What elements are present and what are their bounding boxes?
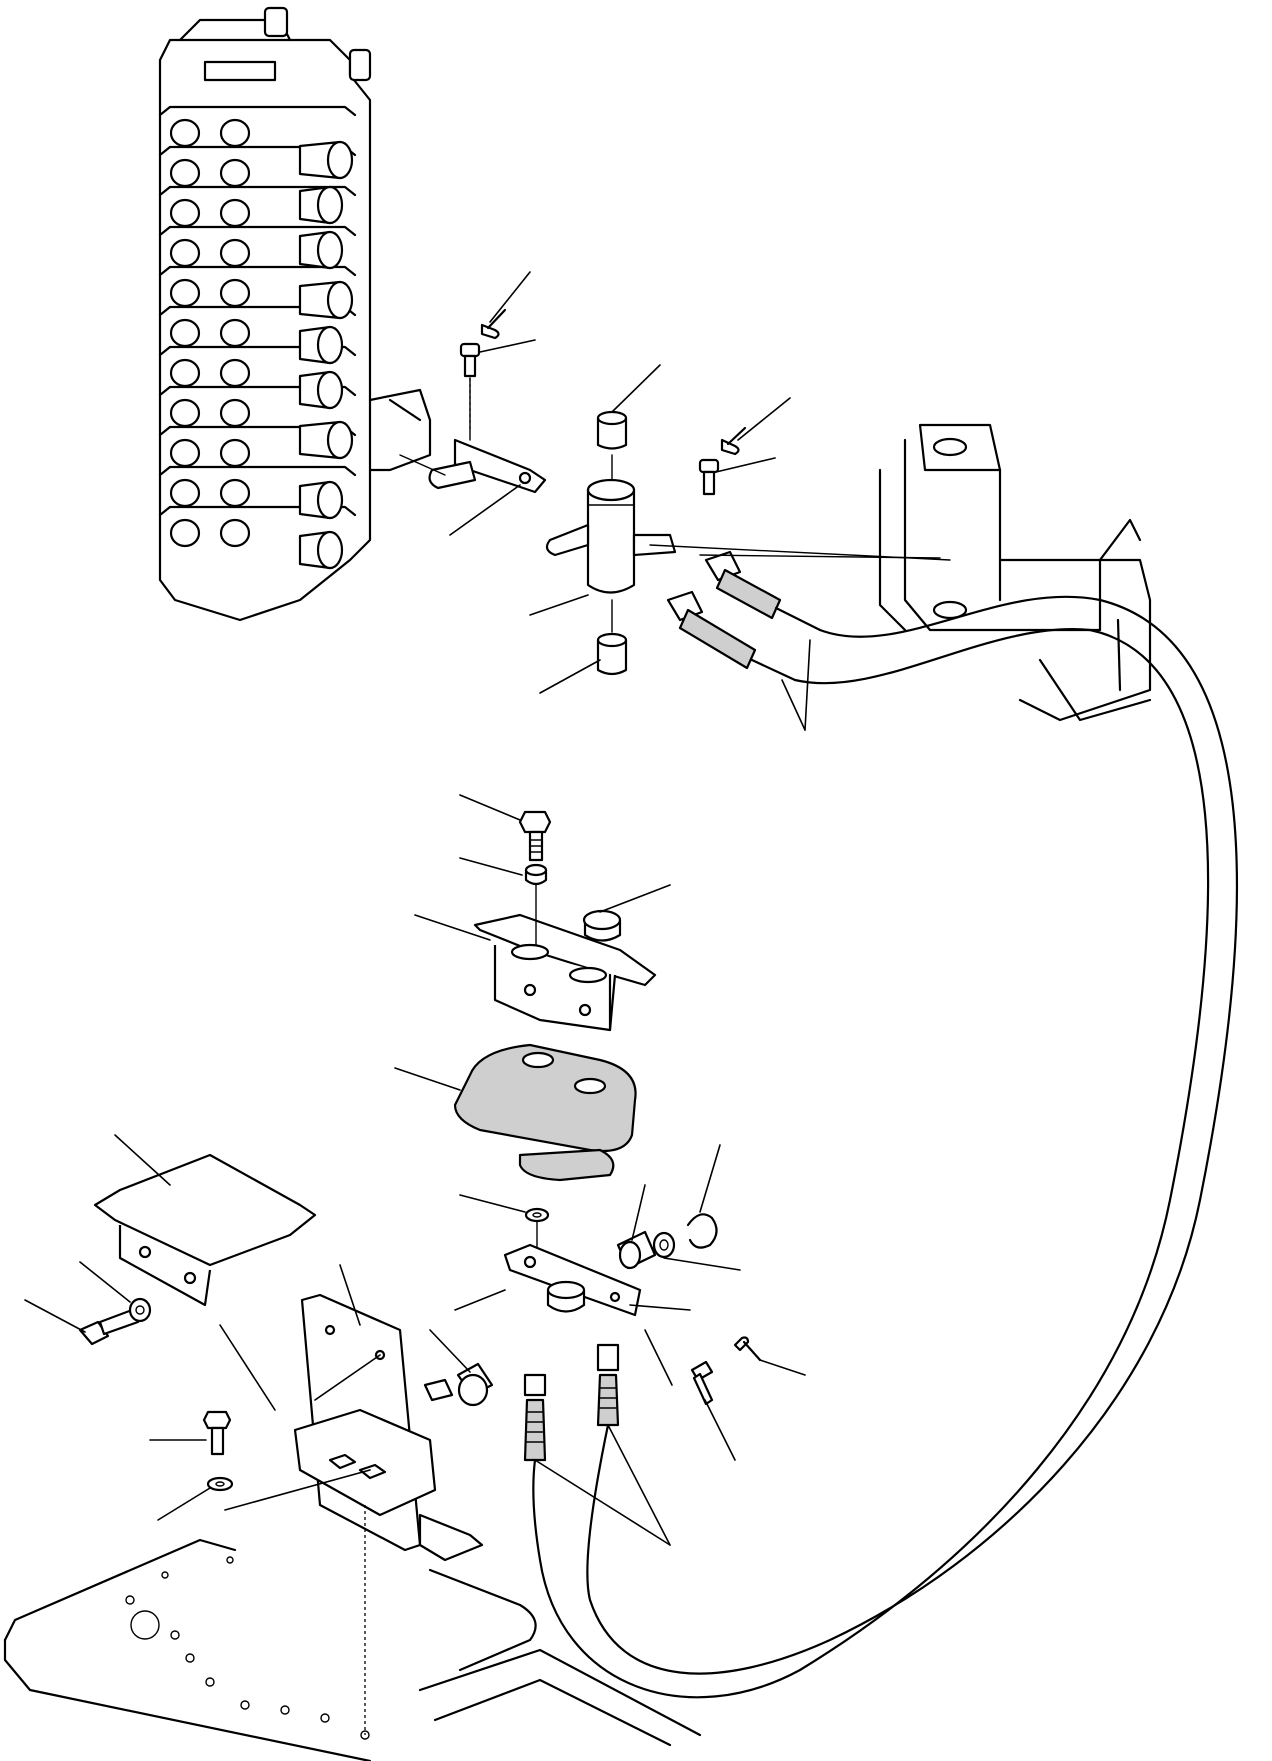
valve-section-line bbox=[158, 505, 357, 517]
port-icon bbox=[219, 118, 251, 148]
pivot-lever-icon bbox=[545, 478, 677, 594]
clevis-pin-icon bbox=[690, 1360, 714, 1406]
bolt-icon bbox=[78, 1308, 140, 1346]
bolt-icon bbox=[518, 810, 552, 862]
valve-section-line bbox=[158, 265, 357, 277]
rubber-plug-icon bbox=[582, 909, 622, 942]
spool-icon bbox=[298, 140, 354, 180]
washer-icon bbox=[524, 863, 548, 886]
valve-section-line bbox=[158, 385, 357, 397]
port-icon bbox=[169, 238, 201, 268]
spool-icon bbox=[298, 370, 344, 410]
floor-plate-icon bbox=[3, 1505, 702, 1761]
bushing-icon bbox=[596, 410, 628, 450]
spool-icon bbox=[298, 185, 344, 225]
control-valve-block-icon bbox=[158, 6, 432, 622]
support-bracket-icon bbox=[293, 1293, 484, 1562]
port-icon bbox=[219, 238, 251, 268]
washer-icon bbox=[128, 1297, 152, 1323]
port-icon bbox=[169, 438, 201, 468]
bolt-icon bbox=[202, 1410, 232, 1456]
port-icon bbox=[169, 198, 201, 228]
washer-icon bbox=[524, 1207, 550, 1223]
cable-routing bbox=[532, 595, 1238, 1699]
port-icon bbox=[219, 358, 251, 388]
port-icon bbox=[169, 358, 201, 388]
spool-icon bbox=[298, 230, 344, 270]
split-pin-icon bbox=[480, 308, 507, 340]
port-icon bbox=[169, 278, 201, 308]
port-icon bbox=[219, 158, 251, 188]
spool-icon bbox=[298, 530, 344, 570]
pedal-bracket-icon bbox=[473, 913, 657, 1032]
frame-bracket-icon bbox=[878, 423, 1152, 722]
valve-section-line bbox=[158, 185, 357, 197]
control-cable-icon bbox=[523, 1343, 620, 1462]
port-icon bbox=[169, 118, 201, 148]
port-icon bbox=[169, 518, 201, 548]
port-icon bbox=[169, 478, 201, 508]
split-pin-icon bbox=[733, 1336, 762, 1362]
bushing-icon bbox=[596, 632, 628, 676]
split-pin-icon bbox=[720, 426, 747, 456]
port-icon bbox=[219, 278, 251, 308]
cover-plate-icon bbox=[93, 1153, 317, 1307]
port-icon bbox=[219, 478, 251, 508]
lever-icon bbox=[503, 1243, 642, 1317]
spool-icon bbox=[298, 280, 354, 320]
valve-section-line bbox=[158, 225, 357, 237]
washer-icon bbox=[206, 1476, 234, 1492]
link-arm-icon bbox=[428, 438, 547, 494]
port-icon bbox=[169, 398, 201, 428]
valve-section-line bbox=[158, 105, 357, 117]
bushing-icon bbox=[456, 1362, 494, 1407]
port-icon bbox=[219, 438, 251, 468]
spool-icon bbox=[298, 420, 354, 460]
valve-section-line bbox=[158, 345, 357, 357]
port-icon bbox=[169, 318, 201, 348]
port-icon bbox=[169, 158, 201, 188]
washer-icon bbox=[652, 1231, 676, 1259]
port-icon bbox=[219, 198, 251, 228]
leader-lines bbox=[24, 271, 951, 1546]
snap-ring-icon bbox=[686, 1213, 718, 1249]
clevis-pin-icon bbox=[698, 458, 720, 496]
port-icon bbox=[219, 318, 251, 348]
port-icon bbox=[219, 518, 251, 548]
spool-icon bbox=[298, 325, 344, 365]
bushing-icon bbox=[616, 1230, 657, 1270]
valve-section-line bbox=[158, 465, 357, 477]
control-cable-icon bbox=[666, 550, 822, 682]
spool-icon bbox=[298, 480, 344, 520]
rubber-pad-icon bbox=[453, 1043, 637, 1182]
port-icon bbox=[219, 398, 251, 428]
